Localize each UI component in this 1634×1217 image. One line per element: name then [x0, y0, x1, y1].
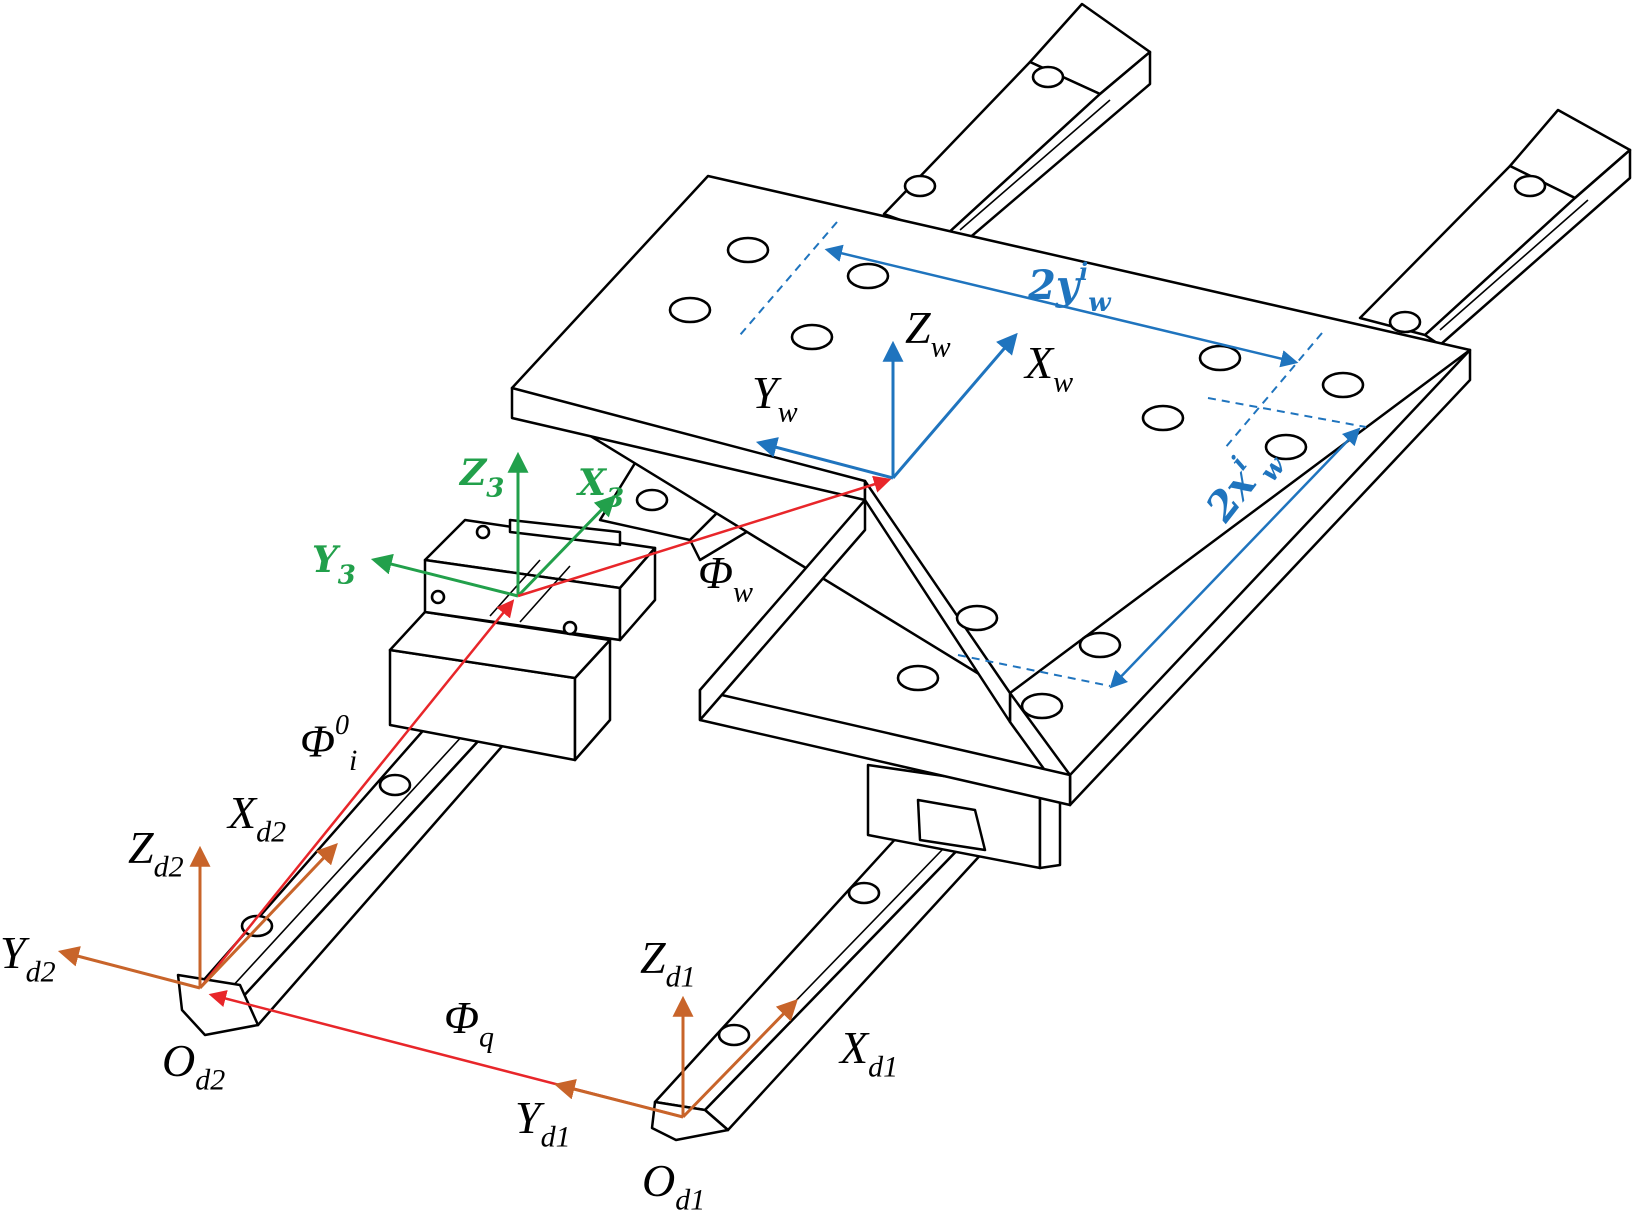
label-phi-w: Φw	[698, 547, 754, 609]
base-frame-d1	[553, 995, 798, 1119]
label-xd1: Xd1	[840, 1022, 899, 1084]
label-z3: Z3	[460, 452, 505, 504]
dimension-2x	[957, 397, 1367, 689]
back-right-rail	[1358, 108, 1632, 347]
base-frame-d2	[57, 842, 338, 990]
front-right-rail	[650, 810, 987, 1142]
label-x3: X3	[578, 462, 625, 514]
label-xw: Xw	[1025, 337, 1074, 399]
label-od2: Od2	[162, 1035, 226, 1097]
label-phi-i0: Φ0i	[300, 710, 358, 777]
label-yd2: Yd2	[0, 927, 56, 989]
back-left-rail	[882, 2, 1152, 248]
label-dim-2y: 2yiw	[1028, 257, 1111, 318]
label-yd1: Yd1	[515, 1092, 571, 1154]
carriage-frame-axes	[370, 451, 616, 598]
label-yw: Yw	[752, 367, 798, 429]
front-right-carriage	[866, 763, 1062, 870]
front-left-carriage	[388, 518, 657, 762]
front-left-rail	[176, 698, 514, 1037]
label-y3: Y3	[312, 539, 356, 591]
label-od1: Od1	[642, 1155, 706, 1217]
label-zd1: Zd1	[640, 932, 696, 994]
label-zw: Zw	[905, 302, 951, 364]
label-phi-q: Φq	[444, 992, 495, 1054]
label-xd2: Xd2	[228, 787, 287, 849]
dimension-2y	[739, 221, 1323, 449]
label-zd2: Zd2	[128, 822, 184, 884]
table-frame-axes	[755, 332, 1018, 480]
